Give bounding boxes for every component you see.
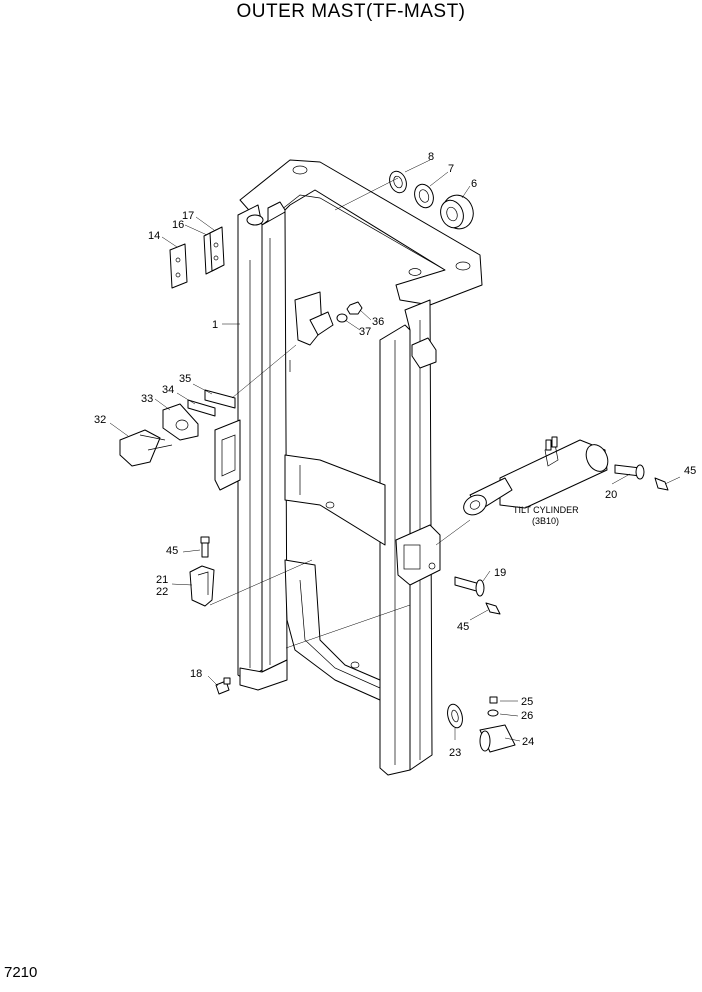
callout-20: 20 — [605, 489, 617, 501]
callout-45-middle: 45 — [457, 621, 469, 633]
part-33-block — [162, 403, 199, 441]
page-number: 7210 — [4, 964, 38, 981]
callout-37: 37 — [359, 326, 371, 338]
callout-25: 25 — [521, 696, 533, 708]
part-36-nut — [346, 301, 363, 315]
part-7-washer — [414, 183, 434, 209]
leader-lines — [109, 159, 681, 742]
callout-45-left: 45 — [166, 545, 178, 557]
left-upright — [237, 204, 288, 691]
callout-7: 7 — [448, 163, 454, 175]
callout-45-right: 45 — [684, 465, 696, 477]
part-25-bolt — [489, 696, 498, 704]
tilt-cylinder-label: TILT CYLINDER — [513, 505, 579, 515]
tilt-cylinder-ref: (3B10) — [532, 516, 559, 526]
part-26-washer — [487, 709, 499, 717]
tilt-bracket — [395, 524, 441, 586]
page-title: OUTER MAST(TF-MAST) — [236, 1, 466, 22]
part-23-bushing — [447, 703, 463, 729]
upper-bracket — [289, 291, 334, 372]
part-20-pin — [614, 464, 645, 480]
middle-crossmember — [284, 454, 386, 546]
callout-22: 22 — [156, 586, 168, 598]
callout-33: 33 — [141, 393, 153, 405]
callout-35: 35 — [179, 373, 191, 385]
part-14-plate — [169, 243, 188, 289]
part-37-washer — [336, 313, 348, 323]
part-6-bearing — [440, 194, 474, 230]
callout-8: 8 — [428, 151, 434, 163]
part-45-bolt-middle — [485, 602, 501, 615]
callout-36: 36 — [372, 316, 384, 328]
callout-32: 32 — [94, 414, 106, 426]
callout-23: 23 — [449, 747, 461, 759]
callout-24: 24 — [522, 736, 534, 748]
bottom-crossmember — [284, 559, 381, 701]
callout-21: 21 — [156, 574, 168, 586]
callout-18: 18 — [190, 668, 202, 680]
part-35-plate — [204, 389, 236, 409]
part-45-bolt-right — [654, 477, 669, 491]
callout-34: 34 — [162, 384, 174, 396]
part-21-22-bracket — [189, 565, 215, 607]
left-side-bracket — [214, 419, 241, 491]
part-32-u-bolt-clamp — [119, 429, 173, 467]
callout-16: 16 — [172, 219, 184, 231]
callout-26: 26 — [521, 710, 533, 722]
callout-1: 1 — [212, 319, 218, 331]
callout-19: 19 — [494, 567, 506, 579]
part-8-washer — [389, 170, 407, 194]
callouts: 8 7 6 14 16 17 1 36 37 35 34 33 32 45 21… — [94, 151, 696, 759]
part-16-17-shims — [203, 226, 225, 275]
callout-14: 14 — [148, 230, 160, 242]
part-24-pin — [479, 724, 516, 753]
part-18-fitting — [215, 677, 231, 695]
tilt-cylinder — [463, 436, 609, 516]
callout-17: 17 — [182, 210, 194, 222]
part-45-bolt-left — [200, 536, 210, 558]
callout-6: 6 — [471, 178, 477, 190]
part-19-pin — [454, 576, 485, 597]
